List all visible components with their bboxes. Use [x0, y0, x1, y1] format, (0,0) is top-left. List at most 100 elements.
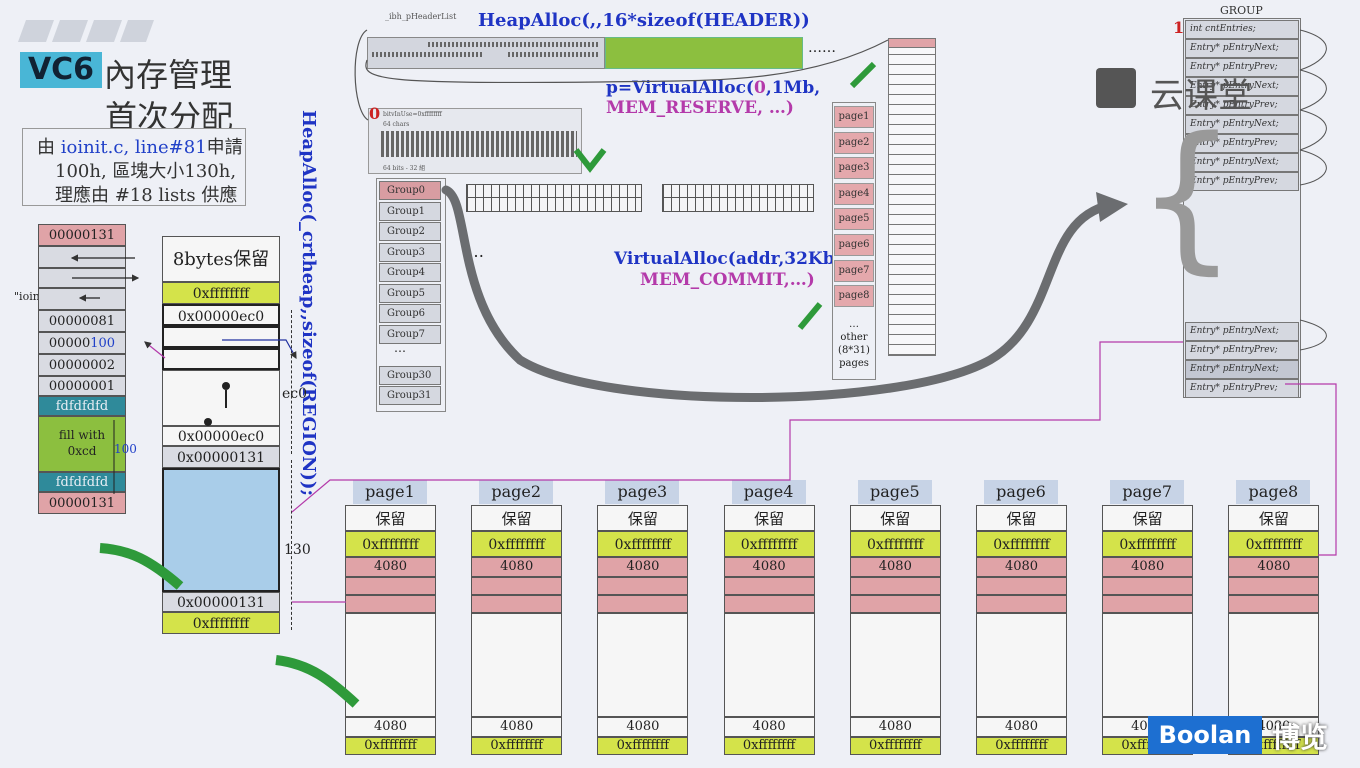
- page-4-body: [723, 613, 815, 717]
- group-item-group6[interactable]: Group6: [379, 304, 441, 323]
- page-title-line1: 內存管理: [104, 56, 233, 94]
- page-3-v1: 4080: [597, 557, 689, 577]
- group-title: GROUP: [1220, 4, 1263, 17]
- page-4-r3: [723, 595, 815, 613]
- group-row-5: Entry* pEntryNext;: [1185, 115, 1299, 134]
- pages-col-page4[interactable]: page4: [834, 182, 874, 205]
- page-8-r3: [1228, 595, 1320, 613]
- group-item-group3[interactable]: Group3: [379, 242, 441, 262]
- page-2-r3: [471, 595, 563, 613]
- region-small-3: 64 bits - 32 組: [383, 165, 426, 172]
- pages-col-page1[interactable]: page1: [834, 106, 874, 128]
- page-2-v2: 4080: [471, 717, 563, 737]
- page-6-r3: [976, 595, 1067, 613]
- commit-grid-right: [662, 184, 814, 212]
- page-1-r3: [345, 595, 436, 613]
- page-4-v2: 4080: [723, 717, 815, 737]
- address-space-column: [888, 38, 936, 356]
- page-4-v1: 4080: [723, 557, 815, 577]
- page-4-ff2: 0xffffffff: [723, 737, 815, 755]
- note-line1-post: 申請: [206, 137, 243, 158]
- group-item-group1[interactable]: Group1: [379, 201, 441, 221]
- pages-col-page8[interactable]: page8: [834, 285, 874, 308]
- pages-col-page7[interactable]: page7: [834, 259, 874, 282]
- left-cell-0: 00000131: [38, 224, 126, 246]
- page-3-v2: 4080: [597, 717, 689, 737]
- group-item-group0[interactable]: Group0: [379, 181, 441, 200]
- pages-col-page2[interactable]: page2: [834, 131, 874, 154]
- page-3-ff: 0xffffffff: [597, 531, 689, 557]
- mid-block-arrow: [222, 339, 297, 360]
- group-row-4: Entry* pEntryPrev;: [1185, 96, 1299, 115]
- page-5-reserve: 保留: [849, 505, 941, 531]
- group-item-group4[interactable]: Group4: [379, 263, 441, 282]
- page-8-ff: 0xffffffff: [1228, 531, 1320, 557]
- region-small-1: bitvInUse=0xffffffff: [383, 111, 442, 118]
- page-6-ff2: 0xffffffff: [976, 737, 1067, 755]
- mid-cell-5: 0x00000ec0: [162, 426, 280, 446]
- green-arrow-4: [99, 543, 184, 590]
- page-1-ff2: 0xffffffff: [345, 737, 436, 755]
- header-list-label: _ibh_pHeaderList: [385, 12, 457, 21]
- page-header-4: page4: [731, 480, 806, 504]
- group-ellipsis: …: [394, 341, 406, 355]
- group-item-group31[interactable]: Group31: [379, 386, 441, 405]
- note-line2: 100h, 區塊大小130h,: [55, 161, 237, 182]
- page-2-ff: 0xffffffff: [471, 531, 563, 557]
- page-6-r2: [976, 577, 1067, 595]
- group-item-group30[interactable]: Group30: [379, 365, 441, 385]
- bolan-text: 博览: [1272, 721, 1329, 754]
- page-4-r2: [723, 577, 815, 595]
- group-row-2: Entry* pEntryPrev;: [1185, 58, 1299, 77]
- pages-col-page3[interactable]: page3: [834, 157, 874, 180]
- group-marker: 1: [1173, 18, 1185, 37]
- header-reserve-curve: [365, 39, 889, 84]
- mid-cell-9: 0xffffffff: [162, 612, 280, 634]
- group-bottom-row-2: Entry* pEntryNext;: [1185, 360, 1299, 379]
- ec0-label: ec0: [282, 386, 308, 402]
- commit-grid-left: [466, 184, 642, 212]
- region-marker: 0: [369, 104, 381, 123]
- page-header-2: page2: [479, 480, 554, 504]
- header-list-green: [605, 37, 803, 69]
- page-4-reserve: 保留: [723, 505, 815, 531]
- boolan-logo: Boolan: [1148, 716, 1262, 754]
- region-small-2: 64 chars: [383, 121, 410, 128]
- note-line1-file: ioinit.c, line#81: [60, 137, 207, 158]
- page-1-v2: 4080: [345, 717, 436, 737]
- page-4-ff: 0xffffffff: [723, 531, 815, 557]
- page-2-body: [471, 613, 563, 717]
- magenta-link-top: [291, 341, 1183, 513]
- group-row-3: Entry* pEntryNext;: [1185, 77, 1299, 96]
- size-130-label: 130: [284, 542, 311, 558]
- group-bottom-row-1: Entry* pEntryPrev;: [1185, 341, 1299, 360]
- page-2-reserve: 保留: [471, 505, 563, 531]
- pages-col-page5[interactable]: page5: [834, 208, 874, 231]
- green-arrow-1: [573, 148, 607, 173]
- left-cell-1: [38, 246, 126, 268]
- note-box: 由 ioinit.c, line#81申請 100h, 區塊大小130h, 理應…: [22, 128, 246, 206]
- green-arrow-2: [849, 61, 877, 89]
- header-list-ellipsis: ……: [808, 40, 836, 56]
- virtualalloc-commit-line2: MEM_COMMIT,…): [640, 270, 815, 290]
- pages-other: …other(8*31)pages: [838, 319, 870, 369]
- group-item-group7[interactable]: Group7: [379, 324, 441, 344]
- header-region-curve: [354, 29, 369, 121]
- note-line3: 理應由 #18 lists 供應: [55, 185, 238, 206]
- page-header-5: page5: [857, 480, 932, 504]
- page-5-r3: [849, 595, 941, 613]
- mid-cell-2: [162, 326, 280, 348]
- left-cell-4: 00000081: [38, 310, 126, 332]
- group-item-group5[interactable]: Group5: [379, 283, 441, 303]
- vc6-badge: VC6: [20, 52, 102, 88]
- green-arrow-3: [797, 302, 823, 330]
- pages-col-page6[interactable]: page6: [834, 234, 874, 256]
- big-gray-curve: [441, 185, 1115, 402]
- group-item-group2[interactable]: Group2: [379, 222, 441, 241]
- left-cell-fill: fill with 0xcd: [38, 416, 126, 472]
- ec0-dimension-line: [291, 310, 293, 454]
- left-cell-7: 00000001: [38, 376, 126, 396]
- page-header-1: page1: [353, 480, 427, 504]
- mid-cell-4: [162, 370, 280, 426]
